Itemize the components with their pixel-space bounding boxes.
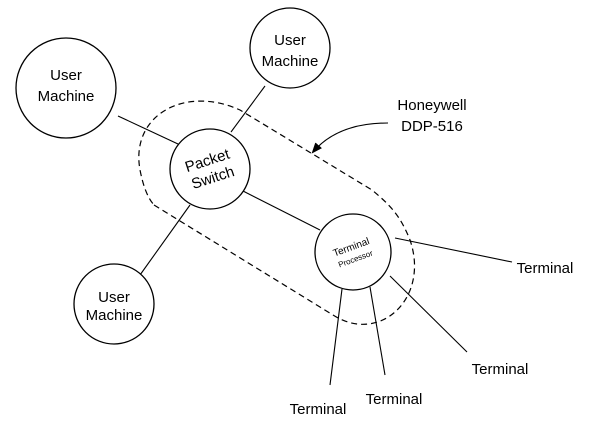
node-label-line2: Machine xyxy=(262,53,319,70)
node-label-line1: User xyxy=(98,289,130,306)
node-label-line1: User xyxy=(50,67,82,84)
link-top-machine-to-switch xyxy=(230,85,266,133)
link-bottom-machine-to-switch xyxy=(139,204,191,276)
annotation-line2: DDP-516 xyxy=(401,118,463,135)
packet-switch-node: Packet Switch xyxy=(169,128,251,210)
annotation-arrow xyxy=(311,122,389,154)
link-switch-to-terminal-processor xyxy=(242,190,321,231)
terminal-right-label: Terminal xyxy=(517,260,574,277)
node-label-line1: User xyxy=(274,32,306,49)
user-machine-bottom-node: User Machine xyxy=(73,263,155,345)
node-label-line2: Machine xyxy=(38,88,95,105)
user-machine-left-node: User Machine xyxy=(15,37,117,139)
link-processor-to-terminal-bottom-mid xyxy=(369,286,386,376)
terminal-processor-node: Terminal Processor xyxy=(314,213,392,291)
honeywell-annotation: Honeywell DDP-516 xyxy=(397,97,466,135)
link-processor-to-terminal-lower-right xyxy=(389,275,468,353)
link-processor-to-terminal-bottom-left xyxy=(329,288,343,386)
annotation-line1: Honeywell xyxy=(397,97,466,114)
terminal-lower-right-label: Terminal xyxy=(472,361,529,378)
link-processor-to-terminal-right xyxy=(394,237,513,263)
terminal-bottom-left-label: Terminal xyxy=(290,401,347,418)
ddp-516-boundary xyxy=(138,100,416,325)
terminal-bottom-mid-label: Terminal xyxy=(366,391,423,408)
link-left-machine-to-switch xyxy=(117,115,179,145)
user-machine-top-node: User Machine xyxy=(249,7,331,89)
node-label-line2: Machine xyxy=(86,307,143,324)
